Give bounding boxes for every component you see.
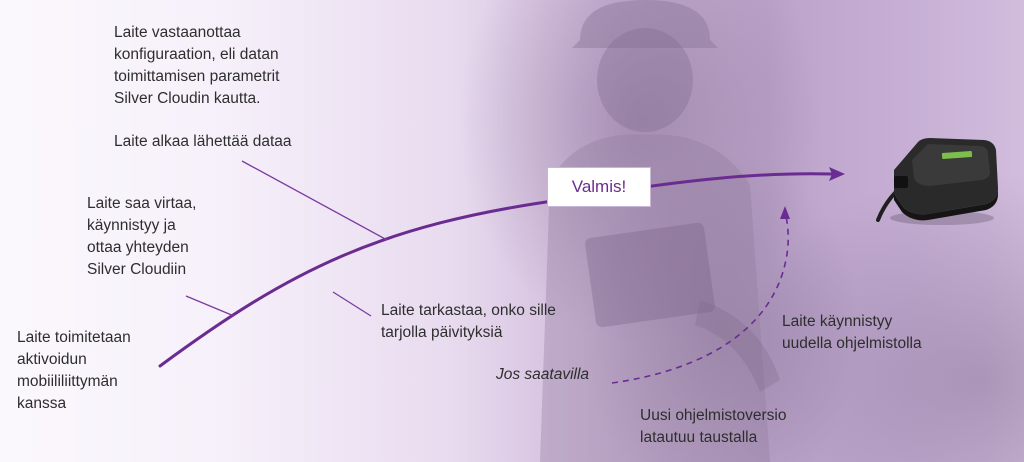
step-restart-label: Laite käynnistyy uudella ohjelmistolla (782, 313, 922, 352)
tracker-device-icon (876, 138, 998, 225)
dashed-arrowhead-icon (780, 206, 790, 219)
main-timeline-curve (158, 172, 834, 368)
step-config-label: Laite vastaanottaa konfiguraation, eli d… (114, 24, 280, 107)
leader-line-check-updates (332, 291, 372, 317)
ready-badge: Valmis! (547, 167, 651, 207)
step-powered-label: Laite saa virtaa, käynnistyy ja ottaa yh… (87, 195, 197, 278)
if-available-label: Jos saatavilla (496, 366, 590, 383)
step-check-updates-label: Laite tarkastaa, onko sille tarjolla päi… (381, 302, 556, 341)
step-download-label: Uusi ohjelmistoversio latautuu taustalla (640, 407, 787, 446)
leader-line-sending (241, 160, 388, 241)
dashed-update-loop (611, 215, 789, 384)
leader-line-powered (185, 295, 235, 317)
worker-silhouette (540, 0, 780, 462)
step-delivered-label: Laite toimitetaan aktivoidun mobiililiit… (17, 329, 131, 412)
arrow-right-icon (829, 167, 845, 181)
step-sending-label: Laite alkaa lähettää dataa (114, 133, 292, 150)
